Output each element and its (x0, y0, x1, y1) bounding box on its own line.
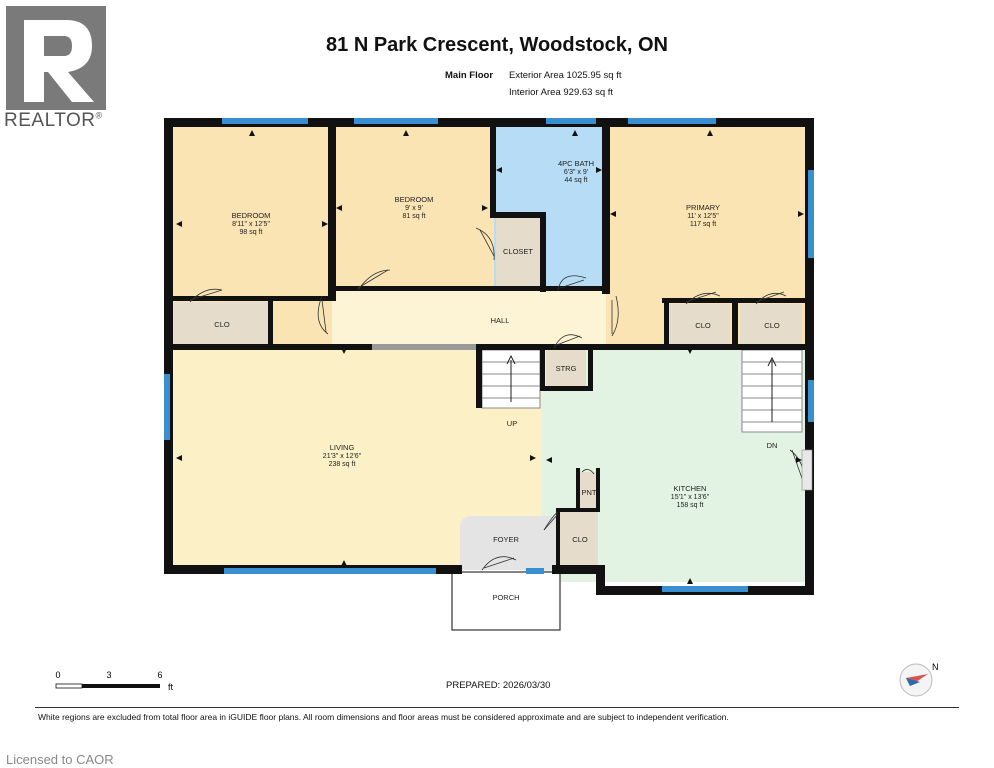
primary-area: 117 sq ft (690, 221, 716, 228)
closet-bath (496, 218, 540, 290)
kitchen-name: KITCHEN (674, 484, 707, 493)
floor-label: Main Floor (445, 70, 494, 81)
clo-primary-left-label: CLO (695, 321, 711, 330)
clo-foyer (560, 512, 598, 568)
compass-icon: N (899, 662, 939, 697)
strg-label: STRG (556, 364, 577, 373)
scale-unit: ft (168, 682, 174, 692)
scale-tick-6: 6 (157, 670, 162, 680)
bedroom2-area: 81 sq ft (403, 213, 426, 220)
up-label: UP (507, 419, 517, 428)
clo-bedroom1 (174, 302, 270, 344)
porch-label: PORCH (492, 593, 519, 602)
realtor-wordmark: REALTOR® (4, 110, 103, 132)
pnt-closet (580, 472, 598, 508)
stairs-down (741, 349, 803, 433)
foyer-label: FOYER (493, 535, 519, 544)
kitchen-dims: 15'1" x 13'6" (671, 494, 710, 501)
scale-bar: 0 3 6 ft (55, 670, 174, 692)
compass-north: N (932, 662, 939, 672)
footer-rule (35, 707, 959, 708)
page-title: 81 N Park Crescent, Woodstock, ON (326, 34, 668, 56)
floor-plan: BEDROOM 8'11" x 12'5" 98 sq ft BEDROOM 9… (164, 118, 814, 631)
pnt-label: PNT (582, 488, 597, 497)
bedroom1-name: BEDROOM (232, 211, 271, 220)
living-area: 238 sq ft (329, 461, 356, 468)
primary-dims: 11' x 12'5" (687, 213, 719, 220)
primary-name: PRIMARY (686, 203, 720, 212)
dn-label: DN (767, 441, 778, 450)
bath-dims: 6'3" x 9' (564, 169, 588, 176)
disclaimer: White regions are excluded from total fl… (38, 712, 729, 722)
interior-area: Interior Area 929.63 sq ft (509, 87, 614, 98)
clo-bedroom1-label: CLO (214, 320, 230, 329)
scale-tick-3: 3 (106, 670, 111, 680)
bedroom2-name: BEDROOM (395, 195, 434, 204)
stairs-up (481, 349, 541, 409)
foyer-area (460, 516, 560, 570)
doors (189, 227, 805, 571)
license-note: Licensed to CAOR (6, 752, 114, 767)
exterior-area: Exterior Area 1025.95 sq ft (509, 70, 622, 81)
clo-primary-right (740, 304, 802, 344)
scale-tick-0: 0 (55, 670, 60, 680)
dimension-arrows (176, 130, 804, 584)
kitchen-area: 158 sq ft (677, 502, 704, 509)
registered-mark: ® (95, 110, 103, 121)
hall-area (332, 290, 606, 344)
clo-foyer-label: CLO (572, 535, 588, 544)
bedroom1-dims: 8'11" x 12'5" (232, 221, 270, 228)
porch (451, 571, 561, 631)
bath-area: 44 sq ft (565, 177, 588, 184)
living-name: LIVING (330, 443, 355, 452)
side-door-frame (801, 449, 813, 491)
hall-label: HALL (491, 316, 510, 325)
bedroom2-room (332, 126, 494, 290)
half-wall (372, 344, 476, 350)
strg-closet (546, 350, 586, 386)
bath-name: 4PC BATH (558, 159, 594, 168)
windows (164, 118, 814, 592)
closet-label: CLOSET (503, 247, 533, 256)
realtor-logo (6, 6, 106, 110)
realtor-name: REALTOR (4, 110, 96, 131)
bedroom2-dims: 9' x 9' (405, 205, 423, 212)
living-dims: 21'3" x 12'6" (323, 453, 362, 460)
clo-primary-left (668, 304, 730, 344)
prepared-date: PREPARED: 2026/03/30 (446, 680, 551, 691)
clo-primary-right-label: CLO (764, 321, 780, 330)
bedroom1-area: 98 sq ft (240, 229, 263, 236)
